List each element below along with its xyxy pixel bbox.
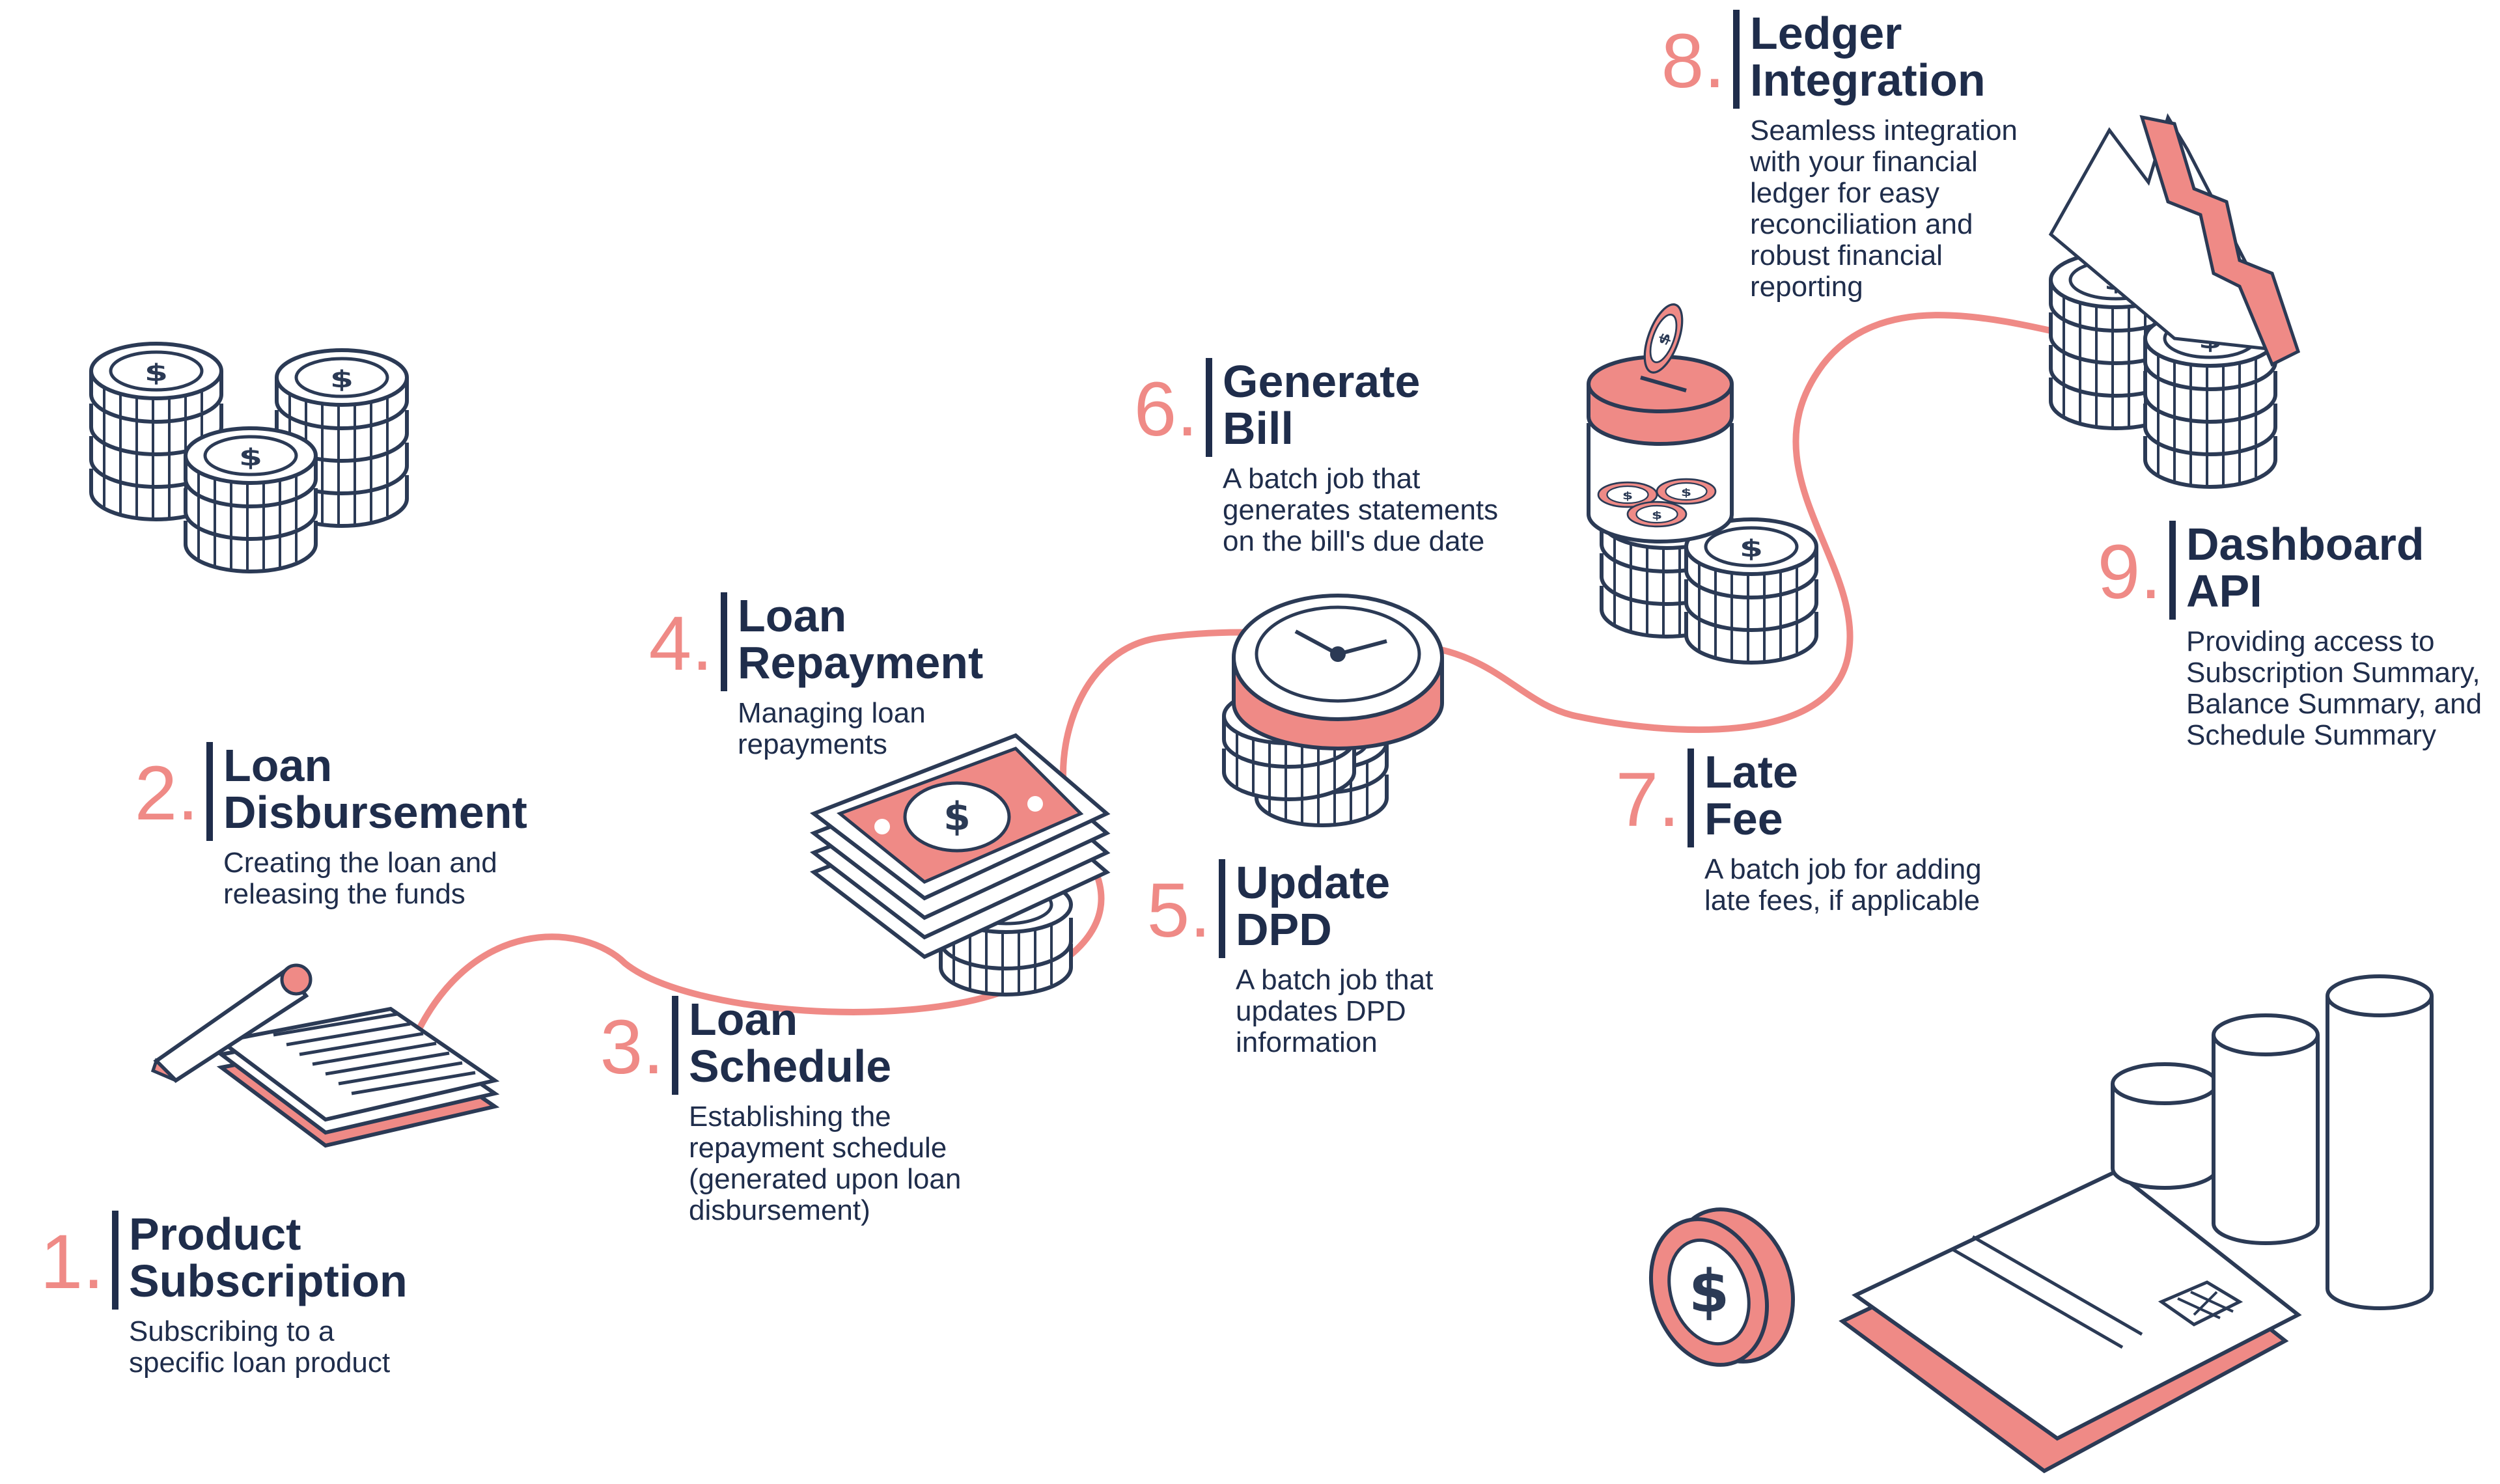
step-number: 3. (600, 1004, 664, 1090)
step-divider (721, 592, 727, 691)
step-number: 8. (1661, 18, 1725, 104)
step-number: 7. (1615, 757, 1680, 843)
step-divider (112, 1211, 118, 1310)
step-number: 1. (40, 1219, 104, 1305)
step-number: 5. (1146, 868, 1211, 954)
step-divider (1206, 358, 1212, 457)
step-divider (1733, 10, 1740, 109)
coin-stacks-icon (91, 344, 407, 571)
credit-card-icon (1839, 1169, 2302, 1474)
cash-stack-icon: $ (809, 733, 1111, 995)
coin-jar-icon (1587, 298, 1816, 663)
step-divider (1219, 859, 1225, 958)
svg-text:$: $ (1689, 1257, 1730, 1326)
chart-coins-icon (2048, 113, 2301, 487)
step-divider (206, 742, 213, 841)
step-divider (672, 996, 678, 1095)
step-divider (1688, 749, 1694, 847)
step-number: 9. (2097, 529, 2161, 615)
notepad-pencil-icon (150, 963, 500, 1148)
clock-coins-icon (1224, 594, 1444, 825)
step-number: 2. (134, 750, 199, 836)
bar-columns-icon (2111, 974, 2434, 1310)
step-number: 6. (1133, 366, 1198, 452)
step-number: 4. (648, 601, 713, 687)
svg-text:$: $ (943, 794, 971, 840)
step-divider (2169, 521, 2176, 620)
coin-icon: $ (1648, 1207, 1796, 1367)
